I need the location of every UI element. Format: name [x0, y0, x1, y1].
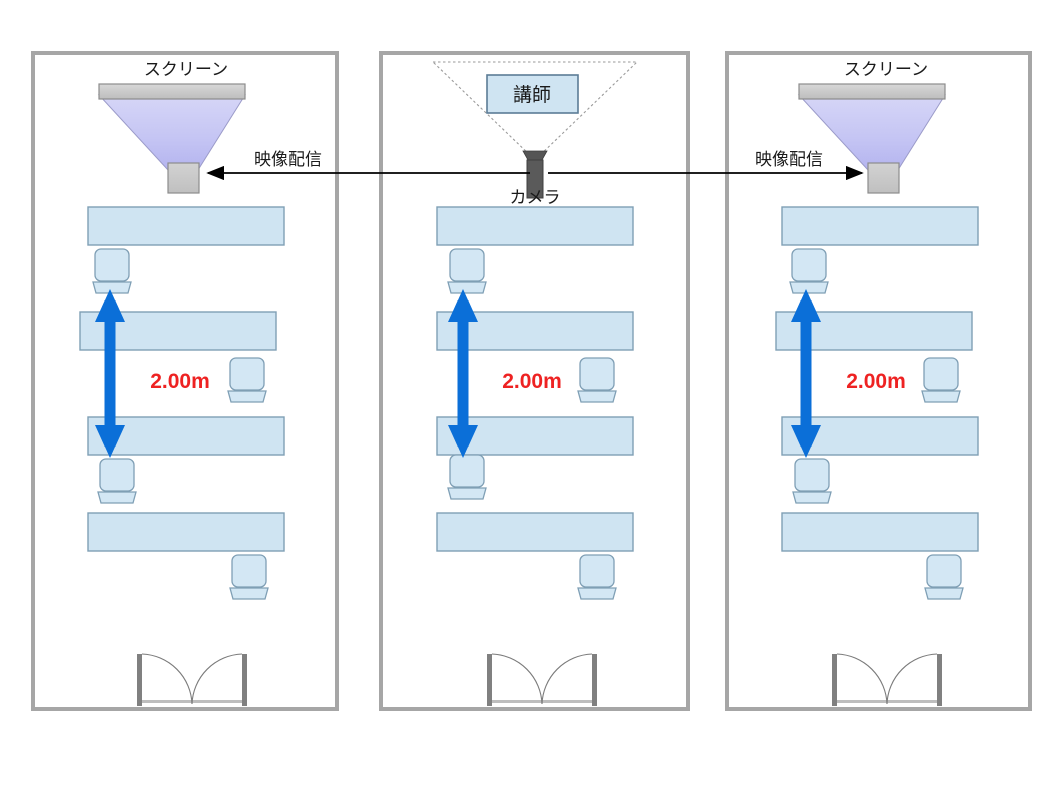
video-distribution-label-right: 映像配信	[755, 150, 823, 169]
projector-left	[167, 162, 200, 194]
chair	[577, 357, 617, 403]
chair	[447, 454, 487, 500]
screen-label-right: スクリーン	[844, 60, 928, 79]
desk-row	[781, 512, 979, 552]
distance-arrow-right	[791, 289, 821, 458]
screen-label-left: スクリーン	[144, 60, 228, 79]
distance-arrow-left	[95, 289, 125, 458]
chair	[789, 248, 829, 294]
camera-label: カメラ	[510, 188, 561, 207]
chair	[447, 248, 487, 294]
chair	[97, 458, 137, 504]
chair	[921, 357, 961, 403]
desk-row	[781, 206, 979, 246]
screen-bar-right	[798, 83, 946, 100]
instructor-label: 講師	[513, 84, 551, 106]
chair	[92, 248, 132, 294]
chair	[792, 458, 832, 504]
room-center: 講師 カメラ	[379, 51, 690, 711]
chair	[577, 554, 617, 600]
chair	[924, 554, 964, 600]
distance-label-right: 2.00m	[846, 370, 906, 393]
screen-bar-left	[98, 83, 246, 100]
chair	[229, 554, 269, 600]
desk-row	[87, 206, 285, 246]
desk-row	[436, 206, 634, 246]
room-right	[725, 51, 1032, 711]
video-distribution-label-left: 映像配信	[254, 150, 322, 169]
desk-row	[436, 512, 634, 552]
projector-right	[867, 162, 900, 194]
room-left	[31, 51, 339, 711]
chair	[227, 357, 267, 403]
distance-arrow-center	[448, 289, 478, 458]
camera-fov-lines	[432, 61, 638, 159]
desk-row	[87, 512, 285, 552]
distance-label-left: 2.00m	[150, 370, 210, 393]
distance-label-center: 2.00m	[502, 370, 562, 393]
instructor-box	[486, 74, 579, 114]
